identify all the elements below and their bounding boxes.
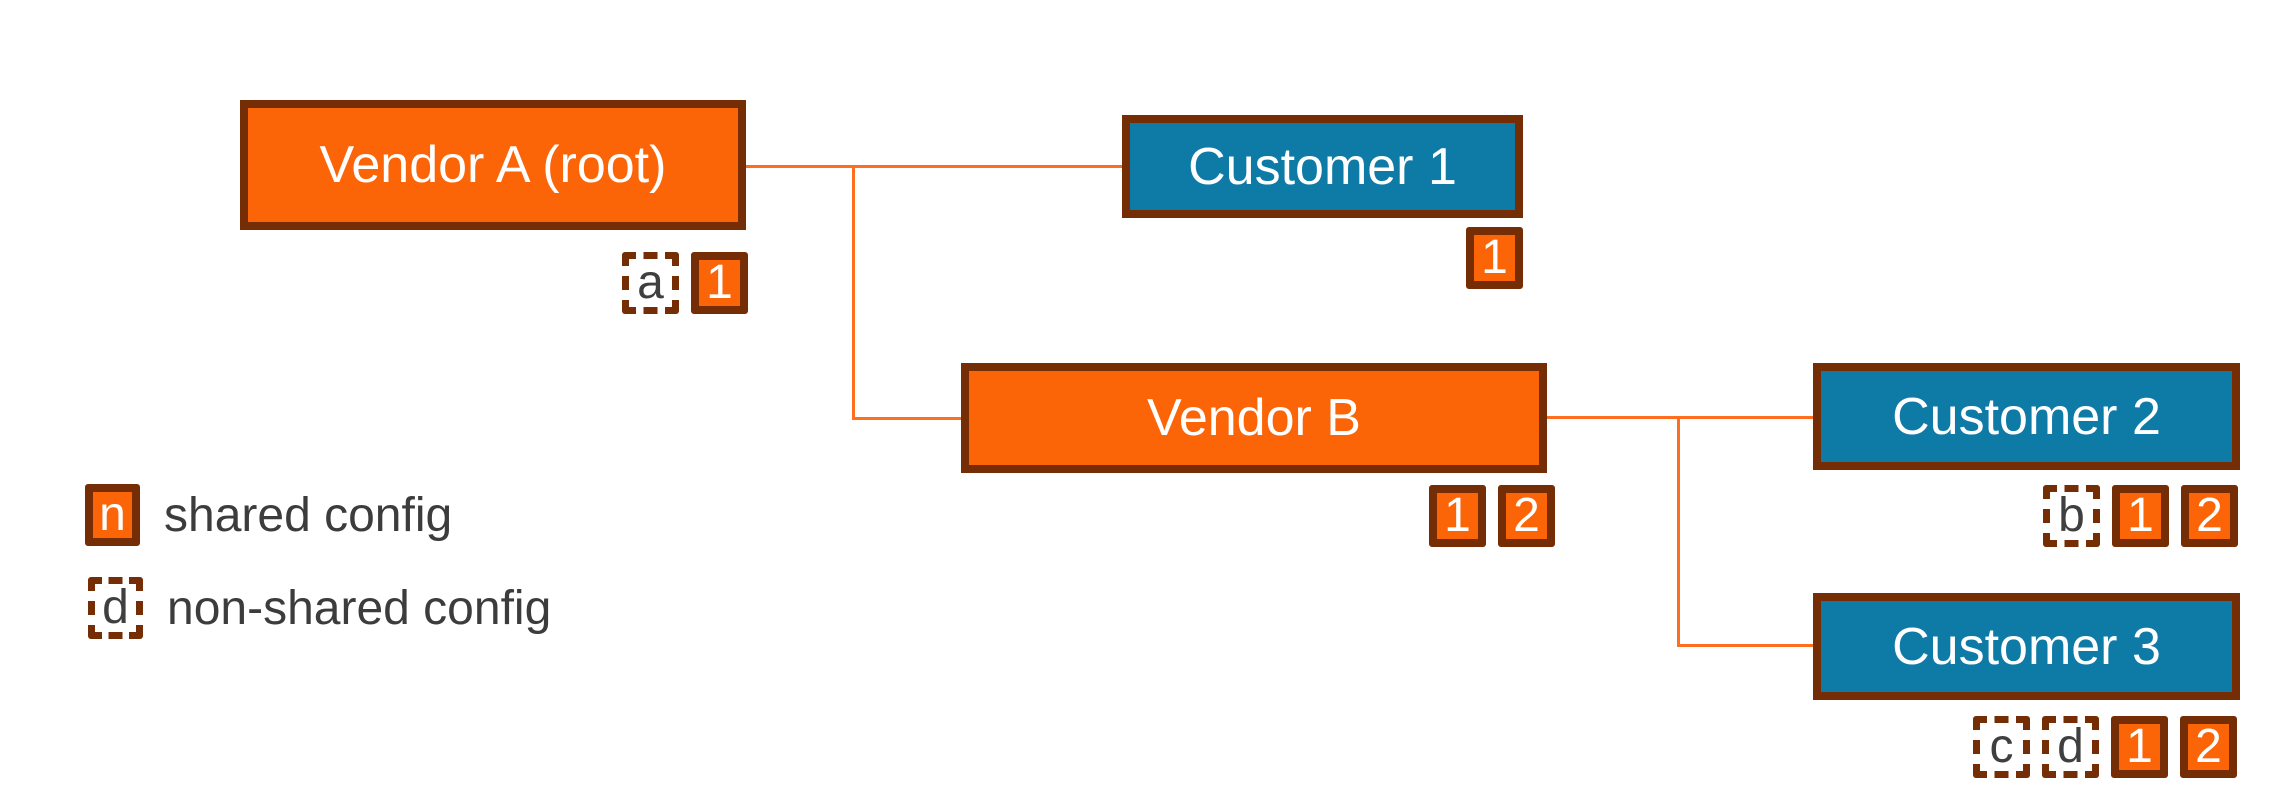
node-customer-1-label: Customer 1 [1188, 137, 1457, 196]
edge-vendor-a-branch-vertical [852, 165, 855, 420]
legend-item-non-shared: d non-shared config [88, 577, 551, 639]
node-vendor-a: Vendor A (root) [240, 100, 746, 230]
node-vendor-b: Vendor B [961, 363, 1547, 473]
config-badge-c: c [1973, 716, 2030, 778]
node-vendor-a-label: Vendor A (root) [319, 136, 667, 194]
config-badge-1: 1 [1466, 227, 1523, 289]
legend-non-shared-swatch: d [88, 577, 143, 639]
config-badge-2: 2 [2181, 485, 2238, 547]
vendor-a-badges: a 1 [622, 252, 748, 314]
config-badge-1: 1 [1429, 485, 1486, 547]
edge-vendor-a-to-customer-1 [746, 165, 1123, 168]
config-badge-2: 2 [2180, 716, 2237, 778]
edge-branch-to-vendor-b [852, 417, 961, 420]
config-badge-1: 1 [2111, 716, 2168, 778]
node-customer-2-label: Customer 2 [1892, 387, 2161, 446]
config-badge-d: d [2042, 716, 2099, 778]
node-customer-1: Customer 1 [1122, 115, 1523, 218]
legend-shared-label: shared config [164, 488, 453, 542]
config-badge-2: 2 [1498, 485, 1555, 547]
vendor-b-badges: 1 2 [1429, 485, 1555, 547]
config-badge-b: b [2043, 485, 2100, 547]
legend-shared-swatch: n [85, 484, 140, 546]
customer-3-badges: c d 1 2 [1973, 716, 2237, 778]
node-customer-3-label: Customer 3 [1892, 617, 2161, 676]
edge-vendor-b-to-customer-2 [1547, 416, 1813, 419]
config-badge-1: 1 [691, 252, 748, 314]
edge-vendor-b-branch-vertical [1677, 416, 1680, 647]
legend-item-shared: n shared config [85, 484, 452, 546]
customer-1-badges: 1 [1466, 227, 1523, 289]
node-customer-2: Customer 2 [1813, 363, 2240, 470]
config-badge-a: a [622, 252, 679, 314]
legend-non-shared-label: non-shared config [167, 581, 552, 635]
config-badge-1: 1 [2112, 485, 2169, 547]
edge-branch-to-customer-3 [1677, 644, 1813, 647]
customer-2-badges: b 1 2 [2043, 485, 2238, 547]
node-customer-3: Customer 3 [1813, 593, 2240, 700]
node-vendor-b-label: Vendor B [1147, 389, 1361, 447]
